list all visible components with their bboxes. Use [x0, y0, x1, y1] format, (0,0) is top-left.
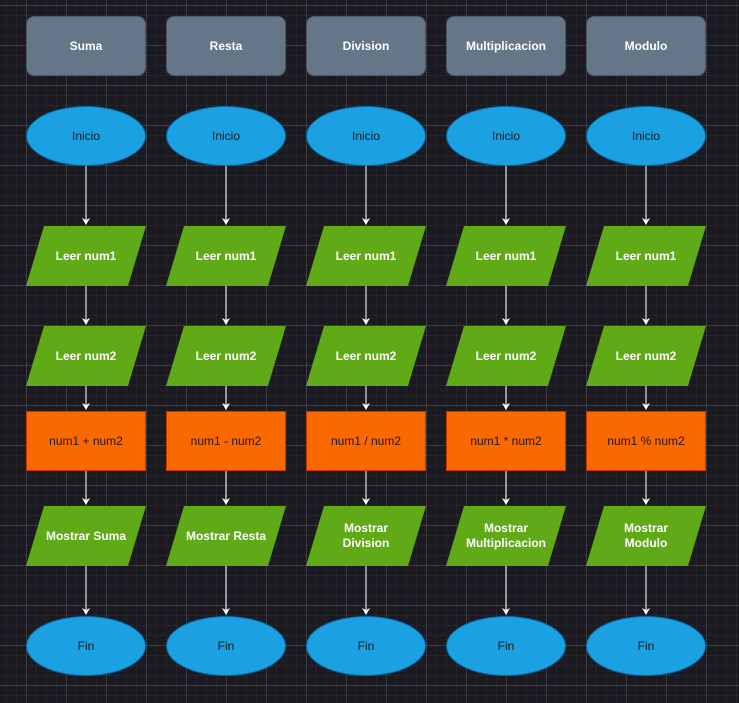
- process-label: num1 - num2: [190, 434, 262, 448]
- start-node[interactable]: Inicio: [586, 106, 706, 166]
- input-label: Leer num1: [335, 248, 397, 263]
- input-label: Leer num1: [475, 248, 537, 263]
- input-num2-node[interactable]: Leer num2: [166, 326, 286, 386]
- end-label: Fin: [217, 639, 235, 653]
- header-multiplicacion[interactable]: Multiplicacion: [446, 16, 566, 76]
- flow-column-division: Division Inicio Leer num1 Leer num2 num1…: [306, 0, 426, 703]
- output-node[interactable]: Mostrar Resta: [166, 506, 286, 566]
- end-node[interactable]: Fin: [586, 616, 706, 676]
- output-label: Mostrar Suma: [45, 528, 127, 543]
- start-label: Inicio: [491, 129, 520, 143]
- start-node[interactable]: Inicio: [306, 106, 426, 166]
- header-label: Suma: [69, 39, 103, 53]
- input-num2-node[interactable]: Leer num2: [586, 326, 706, 386]
- process-node[interactable]: num1 + num2: [26, 411, 146, 471]
- process-label: num1 * num2: [470, 434, 542, 448]
- header-label: Resta: [209, 39, 243, 53]
- header-modulo[interactable]: Modulo: [586, 16, 706, 76]
- output-label: Mostrar Multiplicacion: [465, 521, 546, 550]
- start-label: Inicio: [211, 129, 240, 143]
- input-label: Leer num1: [615, 248, 677, 263]
- start-node[interactable]: Inicio: [446, 106, 566, 166]
- input-label: Leer num2: [615, 348, 677, 363]
- input-num2-node[interactable]: Leer num2: [446, 326, 566, 386]
- flow-column-suma: Suma Inicio Leer num1 Leer num2 num1 + n…: [26, 0, 146, 703]
- input-num1-node[interactable]: Leer num1: [586, 226, 706, 286]
- header-division[interactable]: Division: [306, 16, 426, 76]
- output-node[interactable]: Mostrar Division: [306, 506, 426, 566]
- flow-column-modulo: Modulo Inicio Leer num1 Leer num2 num1 %…: [586, 0, 706, 703]
- input-num1-node[interactable]: Leer num1: [26, 226, 146, 286]
- end-label: Fin: [77, 639, 95, 653]
- input-label: Leer num1: [55, 248, 117, 263]
- process-label: num1 % num2: [607, 434, 685, 448]
- output-label: Mostrar Division: [342, 521, 390, 550]
- start-label: Inicio: [71, 129, 100, 143]
- end-label: Fin: [357, 639, 375, 653]
- process-node[interactable]: num1 - num2: [166, 411, 286, 471]
- end-node[interactable]: Fin: [446, 616, 566, 676]
- output-node[interactable]: Mostrar Multiplicacion: [446, 506, 566, 566]
- start-node[interactable]: Inicio: [26, 106, 146, 166]
- output-label: Mostrar Resta: [185, 528, 267, 543]
- flow-column-multiplicacion: Multiplicacion Inicio Leer num1 Leer num…: [446, 0, 566, 703]
- process-label: num1 + num2: [49, 434, 123, 448]
- end-node[interactable]: Fin: [166, 616, 286, 676]
- process-node[interactable]: num1 % num2: [586, 411, 706, 471]
- process-node[interactable]: num1 * num2: [446, 411, 566, 471]
- end-node[interactable]: Fin: [306, 616, 426, 676]
- input-num2-node[interactable]: Leer num2: [306, 326, 426, 386]
- input-num1-node[interactable]: Leer num1: [166, 226, 286, 286]
- output-node[interactable]: Mostrar Modulo: [586, 506, 706, 566]
- output-label: Mostrar Modulo: [623, 521, 668, 550]
- header-suma[interactable]: Suma: [26, 16, 146, 76]
- input-num2-node[interactable]: Leer num2: [26, 326, 146, 386]
- end-label: Fin: [497, 639, 515, 653]
- input-label: Leer num2: [335, 348, 397, 363]
- input-label: Leer num2: [195, 348, 257, 363]
- start-node[interactable]: Inicio: [166, 106, 286, 166]
- header-label: Modulo: [624, 39, 668, 53]
- output-node[interactable]: Mostrar Suma: [26, 506, 146, 566]
- header-label: Multiplicacion: [465, 39, 546, 53]
- input-num1-node[interactable]: Leer num1: [446, 226, 566, 286]
- input-label: Leer num2: [55, 348, 117, 363]
- process-node[interactable]: num1 / num2: [306, 411, 426, 471]
- process-label: num1 / num2: [330, 434, 402, 448]
- input-label: Leer num1: [195, 248, 257, 263]
- flow-column-resta: Resta Inicio Leer num1 Leer num2 num1 - …: [166, 0, 286, 703]
- header-label: Division: [342, 39, 390, 53]
- start-label: Inicio: [351, 129, 380, 143]
- end-node[interactable]: Fin: [26, 616, 146, 676]
- input-num1-node[interactable]: Leer num1: [306, 226, 426, 286]
- start-label: Inicio: [631, 129, 660, 143]
- input-label: Leer num2: [475, 348, 537, 363]
- end-label: Fin: [637, 639, 655, 653]
- header-resta[interactable]: Resta: [166, 16, 286, 76]
